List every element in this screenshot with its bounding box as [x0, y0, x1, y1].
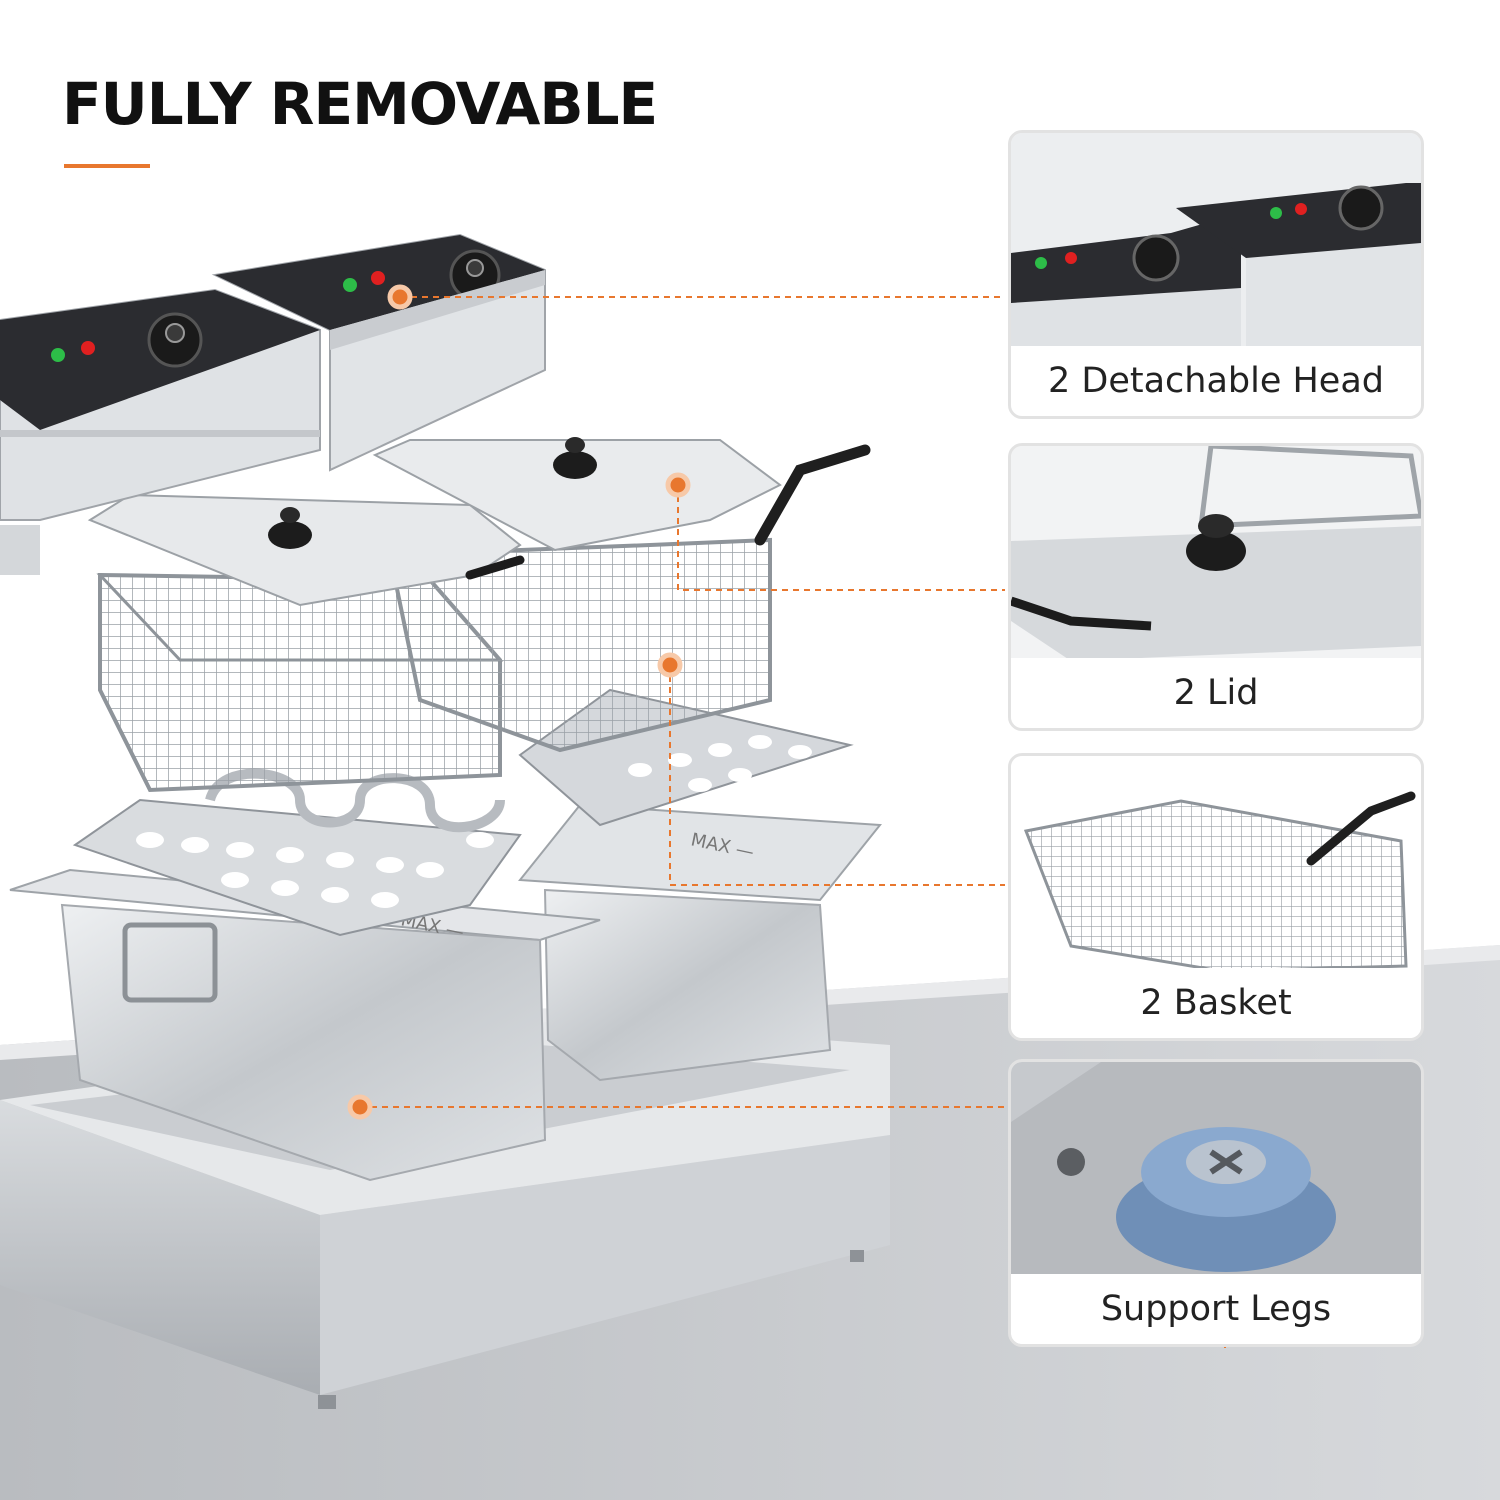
headline-accent-rule — [64, 164, 150, 168]
feature-caption: 2 Basket — [1011, 968, 1421, 1038]
feature-card-basket: 2 Basket — [1008, 753, 1424, 1041]
feature-card-detachable-head: 2 Detachable Head — [1008, 130, 1424, 419]
feature-caption: 2 Lid — [1011, 658, 1421, 728]
oil-tank-right: MAX — — [518, 803, 882, 1082]
headline: FULLY REMOVABLE — [62, 70, 658, 138]
control-head-left — [0, 288, 321, 575]
basket-right — [387, 444, 871, 753]
control-head-right — [211, 233, 546, 472]
feature-caption: 2 Detachable Head — [1011, 346, 1421, 416]
callout-dots — [347, 284, 691, 1120]
feature-caption: Support Legs — [1011, 1274, 1421, 1344]
feature-card-support-legs: Support Legs — [1008, 1059, 1424, 1347]
feature-card-lid: 2 Lid — [1008, 443, 1424, 731]
